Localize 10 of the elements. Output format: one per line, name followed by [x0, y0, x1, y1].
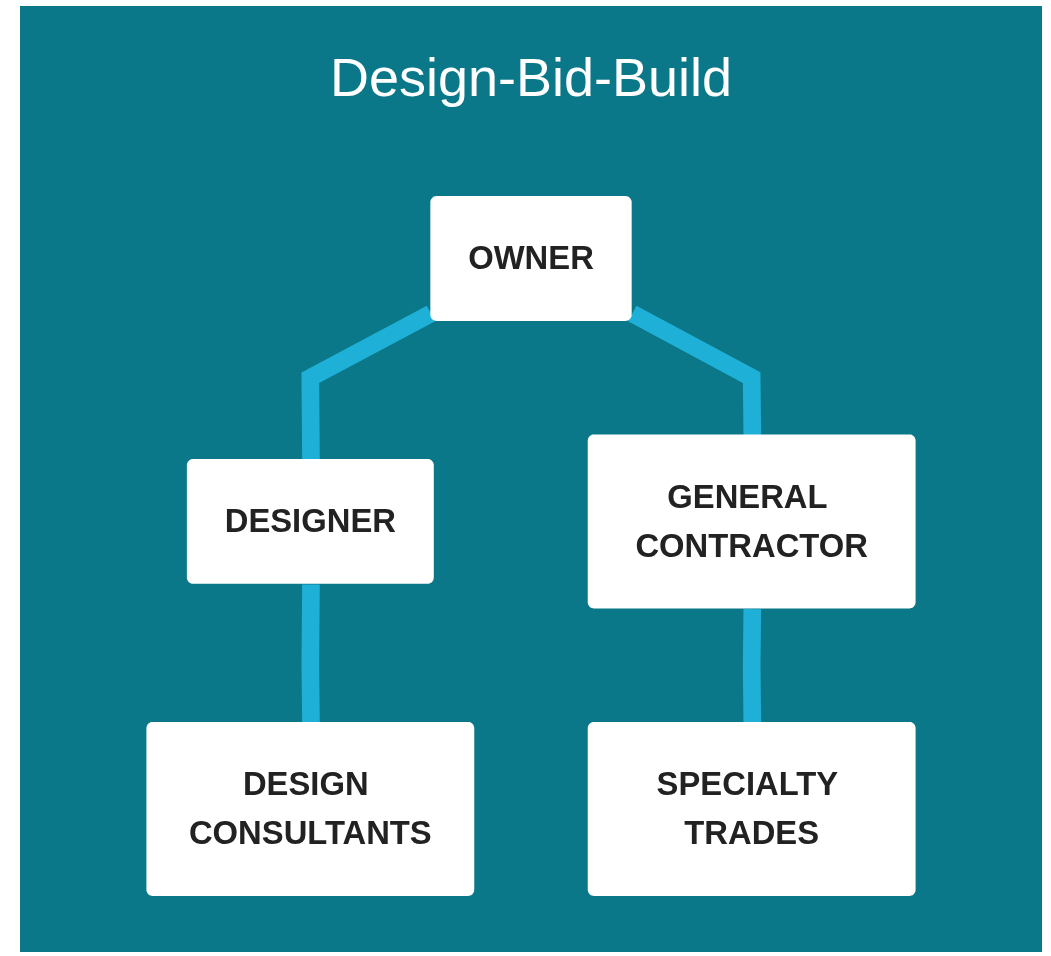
panel-background: Design-Bid-Build OWNER DESIGNER GENERAL CONTRACTOR DESIGN CONSULTANTS SPECIALTY TRADES: [20, 6, 1042, 952]
node-box: [430, 196, 632, 321]
node-box: [587, 721, 916, 896]
node-box: [186, 459, 434, 584]
title: Design-Bid-Build: [329, 46, 733, 108]
node-box: [146, 721, 475, 896]
connector: [301, 584, 320, 723]
connector: [742, 608, 762, 723]
node-box: [587, 434, 916, 609]
connector: [301, 305, 436, 460]
